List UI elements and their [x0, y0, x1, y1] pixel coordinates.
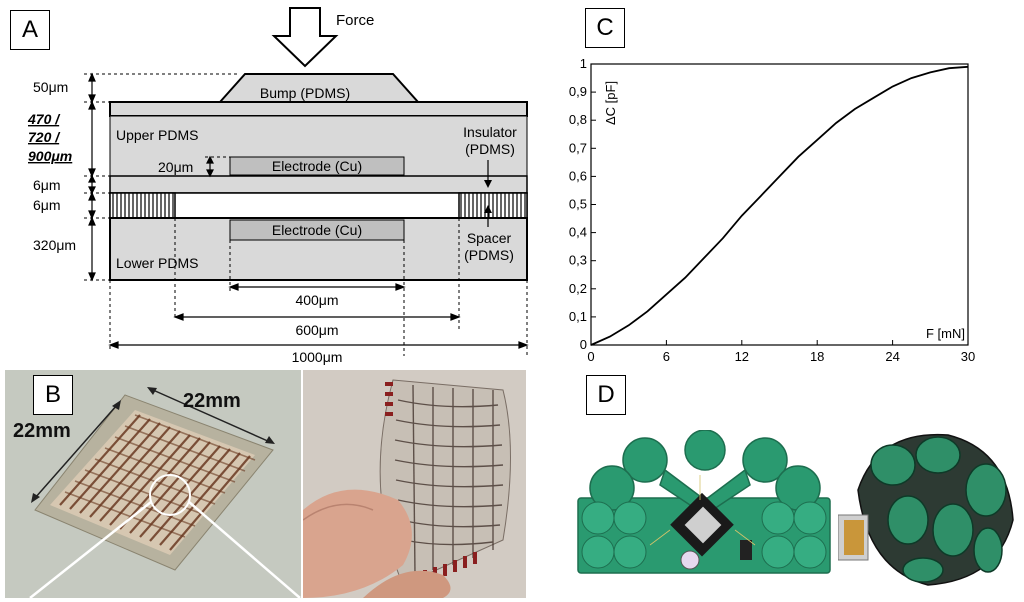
total-thickness-line1: 470 / [27, 111, 61, 127]
electrode-top [229, 156, 405, 176]
chart-xtick-label: 12 [735, 349, 749, 364]
force-label: Force [336, 12, 374, 29]
sensor-cross-section-schematic: Force Bump (PDMS) Upper PDMS Electrode (… [27, 7, 529, 365]
upper-pdms-body [109, 115, 528, 177]
flexible-sensor-photo [303, 370, 526, 598]
upper-pdms-label: Upper PDMS [116, 127, 198, 143]
insulator-layer [109, 175, 528, 194]
bump-label: Bump (PDMS) [260, 85, 350, 101]
chart-ytick-label: 0,3 [569, 253, 587, 268]
width-1000-label: 1000μm [292, 349, 343, 365]
chart-ytick-label: 0,9 [569, 84, 587, 99]
spacer-label-1: Spacer [467, 230, 512, 246]
width-400-label: 400μm [295, 292, 338, 308]
panel-label-b: B [33, 375, 73, 415]
total-thickness-line2: 720 / [28, 129, 61, 145]
chart-ytick-label: 0,4 [569, 225, 587, 240]
chart-xtick-label: 0 [587, 349, 594, 364]
total-thickness-line3: 900μm [28, 148, 72, 164]
capacitance-force-chart: 0 0,1 0,2 0,3 0,4 0,5 0,6 0,7 0,8 0,9 1 0 6 12 18 24 30… [569, 56, 975, 364]
chart-xtick-label: 30 [961, 349, 975, 364]
chart-xtick-label: 18 [810, 349, 824, 364]
chart-ylabel: ΔC [pF] [603, 81, 618, 125]
width-600-label: 600μm [295, 322, 338, 338]
insulator-label-1: Insulator [463, 124, 517, 140]
curved-pcb-sensor-photo [838, 420, 1018, 590]
dimension-label-left: 22mm [13, 420, 71, 442]
chart-plot-frame [590, 63, 969, 346]
dim-320-label: 320μm [33, 237, 76, 253]
upper-pdms-layer [109, 101, 528, 117]
chart-ytick-label: 0,1 [569, 309, 587, 324]
chart-ytick-label: 1 [580, 56, 587, 71]
dim-6b-label: 6μm [33, 197, 61, 213]
chart-xtick-label: 24 [885, 349, 899, 364]
electrode-bottom-label: Electrode (Cu) [272, 222, 362, 238]
flat-pcb-sensor-photo [570, 430, 840, 590]
spacer-right [458, 192, 528, 219]
chart-ytick-label: 0,7 [569, 140, 587, 155]
force-arrow [271, 7, 339, 68]
electrode-top-label: Electrode (Cu) [272, 158, 362, 174]
dim-6a-label: 6μm [33, 177, 61, 193]
chart-xtick-label: 6 [663, 349, 670, 364]
chart-xlabel: F [mN] [926, 326, 965, 341]
dimension-label-top: 22mm [183, 390, 241, 412]
chart-ytick-label: 0,8 [569, 112, 587, 127]
chart-ytick-label: 0 [580, 337, 587, 352]
panel-label-a: A [10, 10, 50, 50]
dim-20-label: 20μm [158, 159, 193, 175]
panel-label-d: D [586, 375, 626, 415]
insulator-label-2: (PDMS) [465, 141, 515, 157]
panel-label-c: C [585, 8, 625, 48]
dim-50-label: 50μm [33, 79, 68, 95]
spacer-left [109, 192, 176, 219]
chart-ytick-label: 0,5 [569, 197, 587, 212]
lower-pdms-label: Lower PDMS [116, 255, 198, 271]
chart-ytick-label: 0,2 [569, 281, 587, 296]
chart-ytick-label: 0,6 [569, 168, 587, 183]
spacer-label-2: (PDMS) [464, 247, 514, 263]
chart-series-line [590, 65, 969, 346]
electrode-bottom [229, 219, 405, 241]
